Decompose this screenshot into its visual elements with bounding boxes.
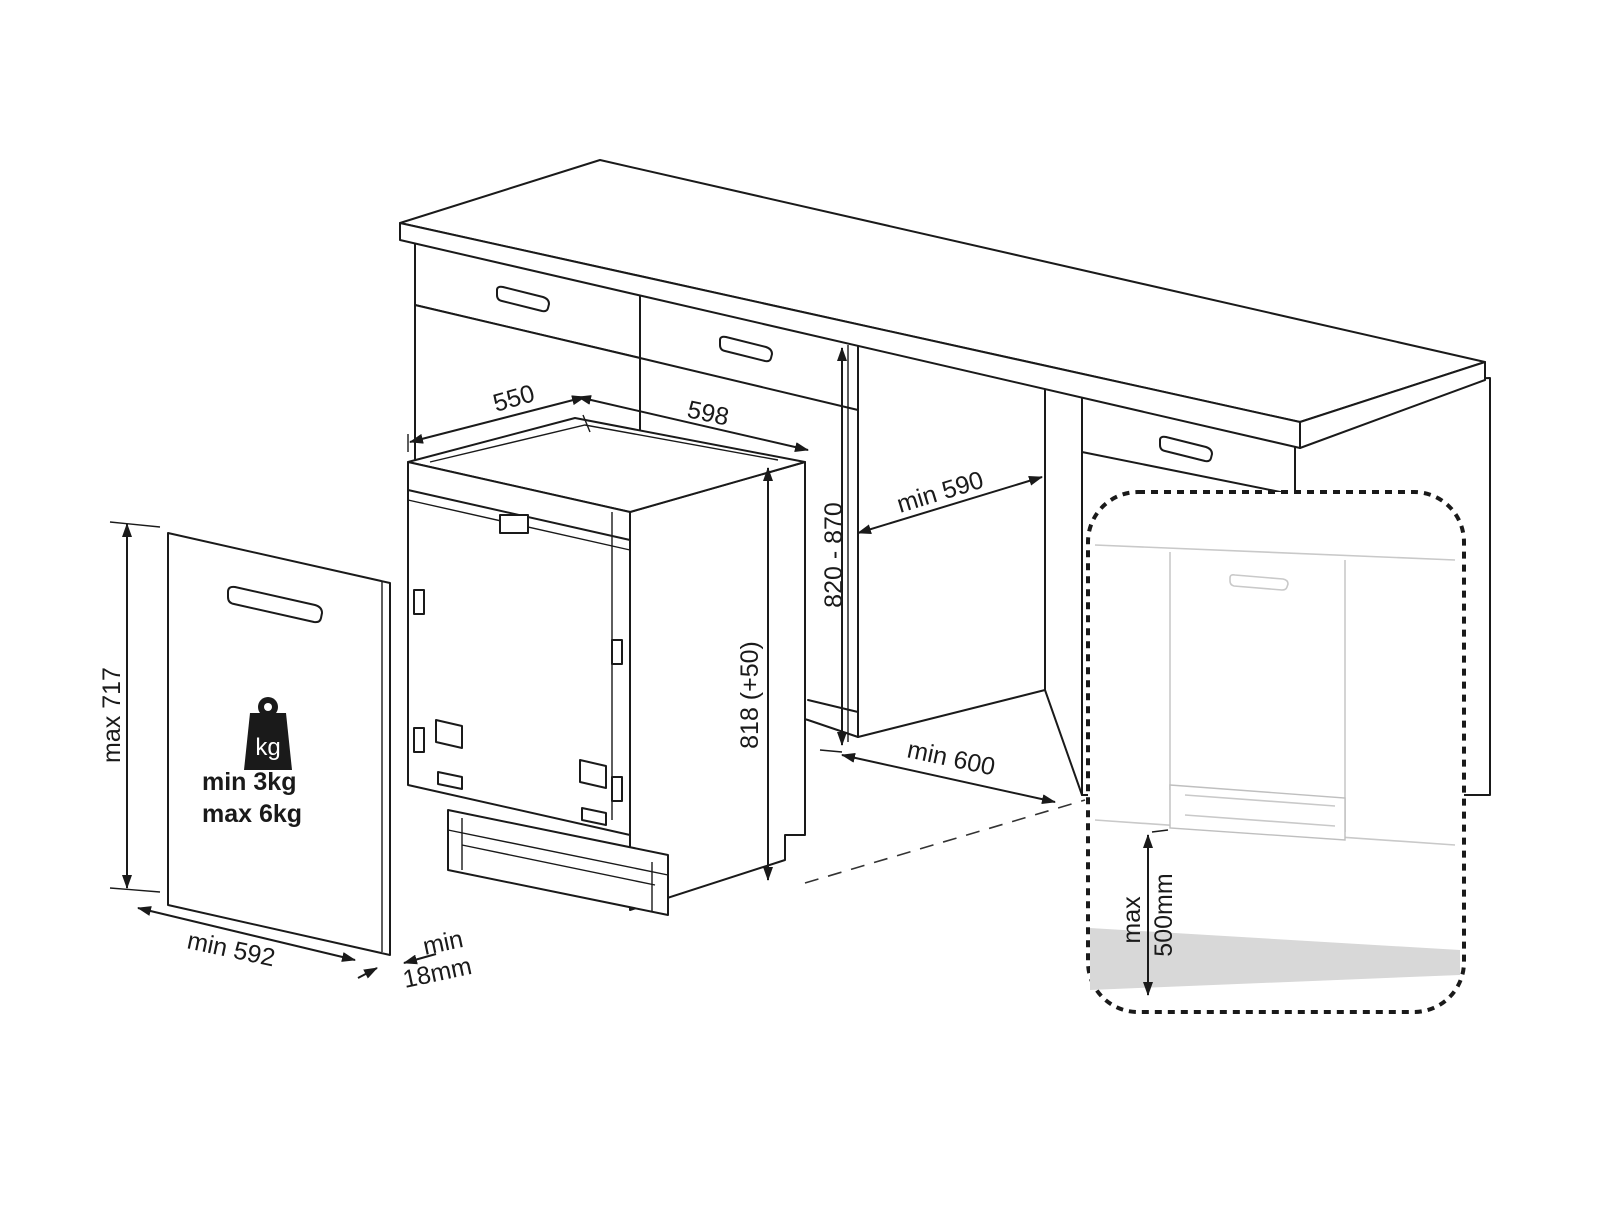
door-handle-icon <box>227 585 323 624</box>
plinth-value-label: 500mm <box>1150 873 1178 956</box>
niche-depth-label: min 600 <box>905 735 998 781</box>
svg-text:kg: kg <box>255 734 280 761</box>
panel-thickness-value-label: 18mm <box>400 952 474 994</box>
panel-width-label: min 592 <box>185 926 278 972</box>
panel-height-label: max 717 <box>98 667 126 763</box>
dishwasher-appliance <box>407 414 806 916</box>
weight-max-label: max 6kg <box>202 800 302 828</box>
appliance-height-label: 818 (+50) <box>736 641 764 749</box>
plinth-max-label: max <box>1118 896 1146 944</box>
plinth-detail-inset <box>1086 490 1466 1014</box>
dimension-lines <box>109 345 1086 979</box>
height-range-label: 820 - 870 <box>820 502 848 608</box>
weight-kg-icon: kg <box>244 697 292 770</box>
decor-door-panel: kg min 3kg max 6kg <box>167 532 391 956</box>
drawer-handle-icon <box>496 285 1213 463</box>
weight-min-label: min 3kg <box>202 768 296 796</box>
